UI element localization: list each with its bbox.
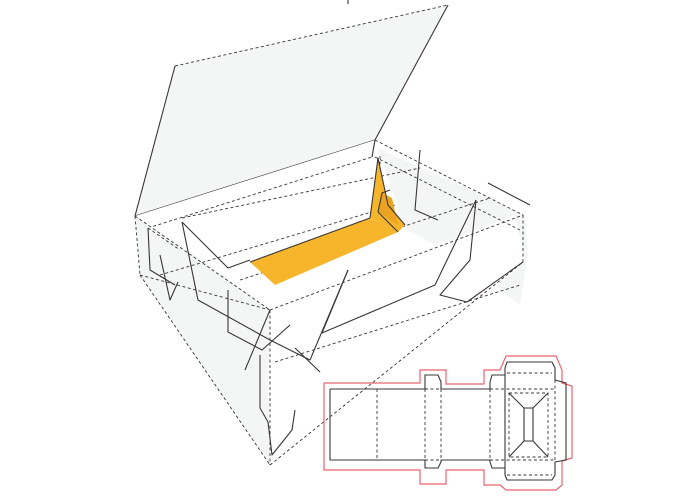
tray-base-panel (508, 392, 549, 458)
dieline-bleed-outline (323, 355, 573, 491)
inner-front-wall-edge (321, 199, 477, 334)
inner-left-wall-edge (181, 221, 251, 269)
dieline-cut-outline (329, 361, 567, 481)
front-wall (270, 215, 525, 465)
tray-floor-highlight (250, 218, 398, 285)
left-end-panel (135, 216, 270, 465)
